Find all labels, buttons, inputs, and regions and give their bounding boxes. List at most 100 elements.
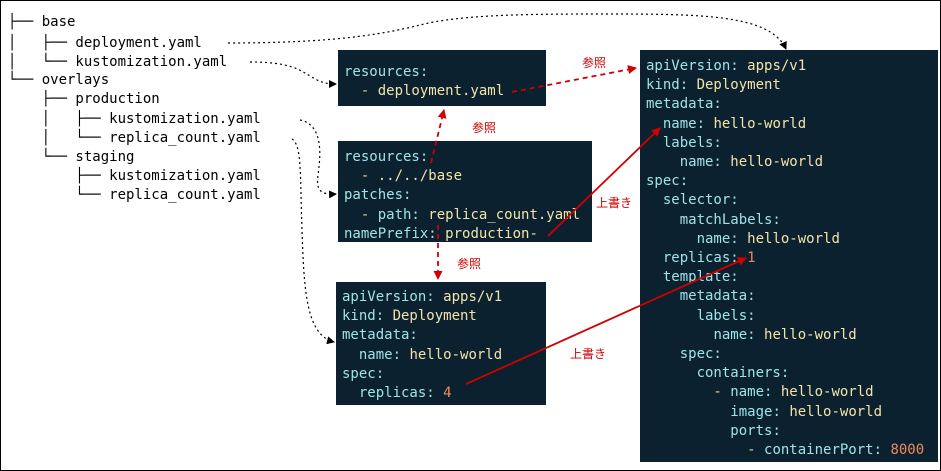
yaml-key: patches: [344, 187, 412, 204]
yaml-value: hello-world [780, 384, 874, 401]
reference-label-1: 参照 [582, 56, 607, 70]
yaml-value: hello-world [713, 115, 807, 132]
yaml-key: name: [662, 115, 714, 132]
yaml-key: name: [696, 230, 748, 247]
connector-prod-replica-to-code [291, 138, 335, 345]
tree-line-base: ├── base [8, 14, 76, 30]
yaml-value: Deployment [392, 308, 477, 325]
code-line: spec: [646, 345, 722, 364]
yaml-key: name: [713, 326, 765, 343]
yaml-key: name: [730, 384, 781, 401]
code-line: resources: [344, 148, 428, 167]
code-line: - ../../base [344, 167, 462, 186]
yaml-value: Deployment [696, 77, 781, 94]
code-line: patches: [344, 186, 411, 205]
yaml-key: spec: [679, 346, 722, 362]
code-line: metadata: [342, 326, 418, 345]
yaml-key: containers: [696, 365, 790, 382]
code-line: kind: Deployment [646, 76, 781, 95]
yaml-indent: - [344, 83, 378, 100]
yaml-key: apiVersion: [646, 58, 748, 74]
yaml-value: apps/v1 [747, 58, 807, 74]
connector-kustomization-to-base-kustomization [249, 61, 337, 88]
yaml-key: metadata: [679, 288, 756, 305]
yaml-value: hello-world [730, 154, 824, 170]
yaml-key: apiVersion: [342, 289, 444, 305]
yaml-key: resources: [344, 149, 429, 165]
override-label-1: 上書き [596, 196, 633, 210]
override-label-2: 上書き [570, 347, 607, 361]
yaml-key: name: [679, 154, 731, 170]
code-line: spec: [342, 365, 384, 384]
yaml-key: kind: [646, 77, 697, 94]
tree-line-production-replica: │ └── replica_count.yaml [8, 130, 261, 146]
tree-line-base-deployment: │ ├── deployment.yaml [8, 35, 202, 51]
yaml-key: spec: [646, 173, 689, 190]
yaml-key: replicas: [358, 385, 444, 401]
code-line: kind: Deployment [342, 307, 477, 326]
code-line: name: hello-world [342, 346, 502, 365]
yaml-indent: - [344, 168, 378, 185]
code-line: name: hello-world [646, 115, 806, 134]
code-line: apiVersion: apps/v1 [342, 288, 502, 307]
yaml-key: matchLabels: [679, 211, 781, 228]
code-line: selector: [646, 191, 739, 210]
code-line: labels: [646, 307, 756, 326]
override-arrow-name-prefix [547, 127, 661, 237]
override-arrow-replicas [465, 257, 747, 385]
yaml-value: hello-world [764, 326, 857, 343]
tree-line-production: ├── production [8, 91, 160, 107]
code-line: template: [646, 268, 739, 287]
yaml-value: hello-world [789, 403, 883, 420]
code-line: - containerPort: 8000 [646, 441, 924, 460]
yaml-value: hello-world [409, 346, 503, 363]
code-line: namePrefix: production- [344, 225, 538, 244]
base-kustomization-code: resources: - deployment.yaml [338, 50, 546, 106]
reference-arrow-deployment [511, 65, 637, 93]
yaml-key: namePrefix: [344, 225, 446, 242]
tree-line-staging-replica: └── replica_count.yaml [8, 187, 261, 203]
code-line: labels: [646, 134, 722, 153]
code-line: - deployment.yaml [344, 82, 504, 101]
yaml-key: ports: [730, 422, 781, 439]
yaml-number: 4 [443, 385, 452, 401]
reference-label-2: 参照 [472, 121, 497, 135]
reference-label-3: 参照 [457, 257, 482, 271]
code-line: image: hello-world [646, 403, 882, 422]
code-line: metadata: [646, 95, 722, 114]
yaml-indent: - [646, 384, 731, 401]
code-line: apiVersion: apps/v1 [646, 57, 806, 76]
connector-prod-kustomization-to-code [299, 119, 337, 199]
yaml-key: resources: [344, 64, 429, 80]
code-line: name: hello-world [646, 326, 857, 345]
code-line: ports: [646, 422, 781, 441]
yaml-key: metadata: [342, 327, 418, 344]
tree-line-overlays: └── overlays [8, 72, 110, 88]
yaml-value: deployment.yaml [377, 83, 505, 100]
code-line: matchLabels: [646, 211, 781, 230]
code-line: replicas: 4 [342, 384, 452, 403]
yaml-value: production- [445, 225, 538, 242]
tree-line-staging-kustomization: ├── kustomization.yaml [8, 168, 261, 184]
tree-line-production-kustomization: │ ├── kustomization.yaml [8, 111, 261, 127]
code-line: resources: [344, 63, 428, 82]
yaml-value: replica_count.yaml [428, 206, 581, 223]
tree-line-base-kustomization: │ └── kustomization.yaml [8, 54, 228, 70]
yaml-key: selector: [662, 192, 739, 209]
yaml-value: apps/v1 [443, 289, 503, 305]
yaml-value: hello-world [747, 230, 840, 247]
yaml-key: path: [377, 206, 429, 223]
code-line: metadata: [646, 287, 756, 306]
connector-deployment-to-base-deployment [227, 13, 787, 50]
yaml-key: replicas: [662, 250, 748, 266]
code-line: - name: hello-world [646, 383, 874, 402]
yaml-key: image: [730, 403, 790, 420]
yaml-key: metadata: [646, 96, 722, 113]
yaml-key: kind: [342, 308, 393, 325]
yaml-value: ../../base [377, 168, 463, 185]
tree-line-staging: └── staging [8, 149, 135, 165]
code-line: name: hello-world [646, 230, 840, 249]
yaml-number: 8000 [890, 442, 925, 458]
